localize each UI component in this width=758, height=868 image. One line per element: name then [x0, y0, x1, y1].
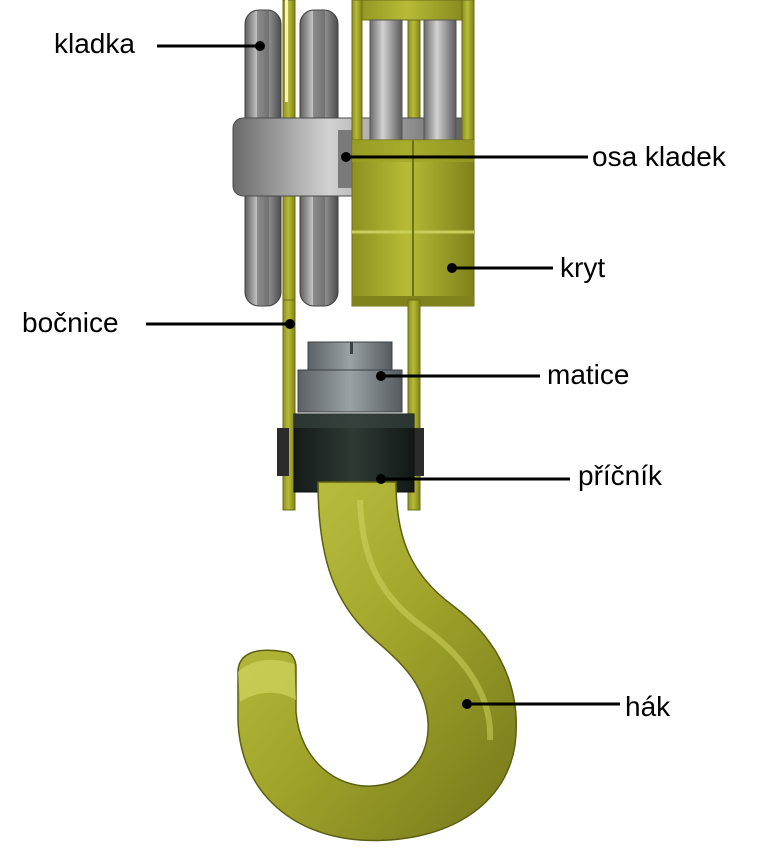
label-kryt: kryt	[560, 254, 605, 282]
side-plate-left-lower	[283, 300, 295, 510]
dot-kryt	[447, 263, 457, 273]
dot-osa-kladek	[341, 152, 351, 162]
label-hak: hák	[625, 693, 670, 721]
label-bocnice: bočnice	[22, 309, 119, 337]
dot-matice	[376, 371, 386, 381]
label-kladka: kladka	[54, 30, 135, 58]
dot-kladka	[255, 41, 265, 51]
hook	[238, 482, 516, 840]
dot-bocnice	[285, 319, 295, 329]
label-osa-kladek: osa kladek	[592, 143, 726, 171]
label-matice: matice	[547, 361, 629, 389]
dot-pricnik	[376, 474, 386, 484]
dot-hak	[462, 699, 472, 709]
label-pricnik: příčník	[578, 462, 662, 490]
